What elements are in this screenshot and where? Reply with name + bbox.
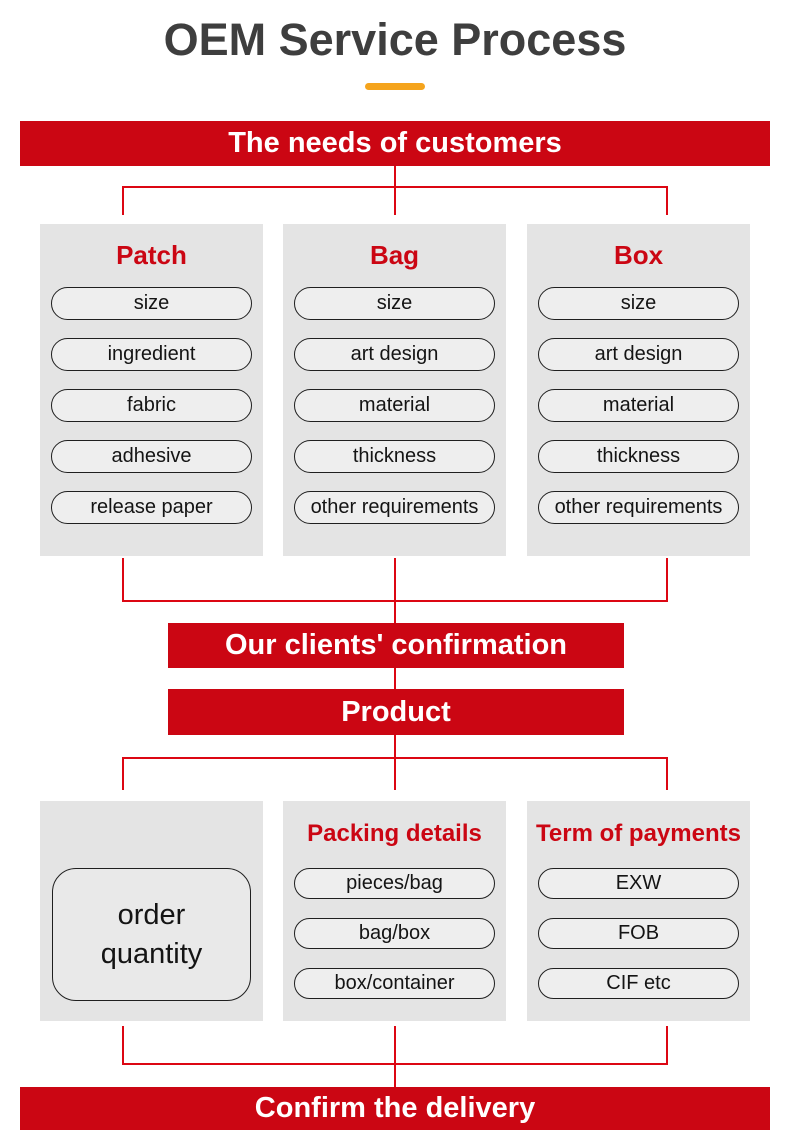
page-title: OEM Service Process [163, 14, 627, 65]
pill-item: size [538, 287, 739, 320]
panel-box: Box size art design material thickness o… [527, 224, 750, 556]
connector-line [666, 186, 668, 215]
banner-needs-of-customers: The needs of customers [20, 121, 770, 166]
connector-line [394, 1026, 396, 1087]
connector-line [666, 757, 668, 790]
order-quantity-box: order quantity [52, 868, 251, 1001]
pill-item: other requirements [294, 491, 495, 524]
pill-item: thickness [294, 440, 495, 473]
panel-patch-title: Patch [116, 240, 187, 270]
connector-line [122, 186, 668, 188]
pill-item: ingredient [51, 338, 252, 371]
pill-item: adhesive [51, 440, 252, 473]
connector-line [122, 600, 668, 602]
pill-item: material [538, 389, 739, 422]
pill-item: CIF etc [538, 968, 739, 999]
pill-item: FOB [538, 918, 739, 949]
pill-item: release paper [51, 491, 252, 524]
pill-item: art design [538, 338, 739, 371]
pill-item: fabric [51, 389, 252, 422]
connector-line [394, 735, 396, 759]
panel-patch: Patch size ingredient fabric adhesive re… [40, 224, 263, 556]
panel-payments-title: Term of payments [536, 820, 741, 847]
pill-item: EXW [538, 868, 739, 899]
pill-item: size [51, 287, 252, 320]
connector-line [122, 1063, 668, 1065]
connector-line [394, 166, 396, 215]
connector-line [122, 1026, 124, 1065]
pill-item: thickness [538, 440, 739, 473]
pill-item: art design [294, 338, 495, 371]
title-underline-accent [365, 83, 425, 90]
connector-line [122, 558, 124, 602]
panel-packing-title: Packing details [307, 820, 482, 847]
pill-item: bag/box [294, 918, 495, 949]
pill-item: box/container [294, 968, 495, 999]
connector-line [394, 558, 396, 623]
connector-line [666, 558, 668, 602]
pill-item: pieces/bag [294, 868, 495, 899]
pill-item: size [294, 287, 495, 320]
panel-term-of-payments: Term of payments EXW FOB CIF etc [527, 801, 750, 1021]
panel-order-quantity: order quantity [40, 801, 263, 1021]
banner-confirm-delivery: Confirm the delivery [20, 1087, 770, 1130]
panel-box-title: Box [613, 240, 664, 270]
connector-line [122, 186, 124, 215]
panel-bag-title: Bag [369, 240, 420, 270]
connector-line [394, 757, 396, 790]
connector-line [122, 757, 124, 790]
pill-item: other requirements [538, 491, 739, 524]
banner-product: Product [168, 689, 624, 735]
connector-line [666, 1026, 668, 1065]
pill-item: material [294, 389, 495, 422]
banner-clients-confirmation: Our clients' confirmation [168, 623, 624, 668]
panel-packing-details: Packing details pieces/bag bag/box box/c… [283, 801, 506, 1021]
connector-line [394, 668, 396, 689]
panel-bag: Bag size art design material thickness o… [283, 224, 506, 556]
